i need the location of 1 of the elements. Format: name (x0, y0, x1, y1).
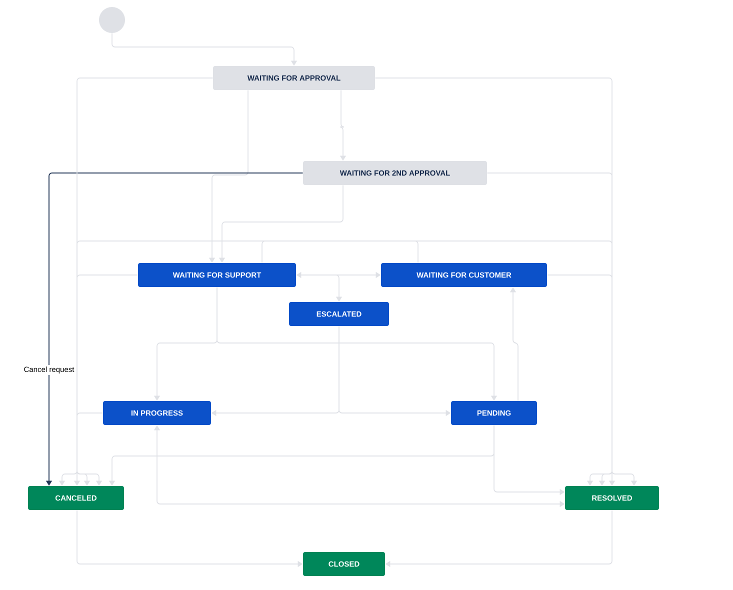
start-circle (99, 7, 125, 33)
